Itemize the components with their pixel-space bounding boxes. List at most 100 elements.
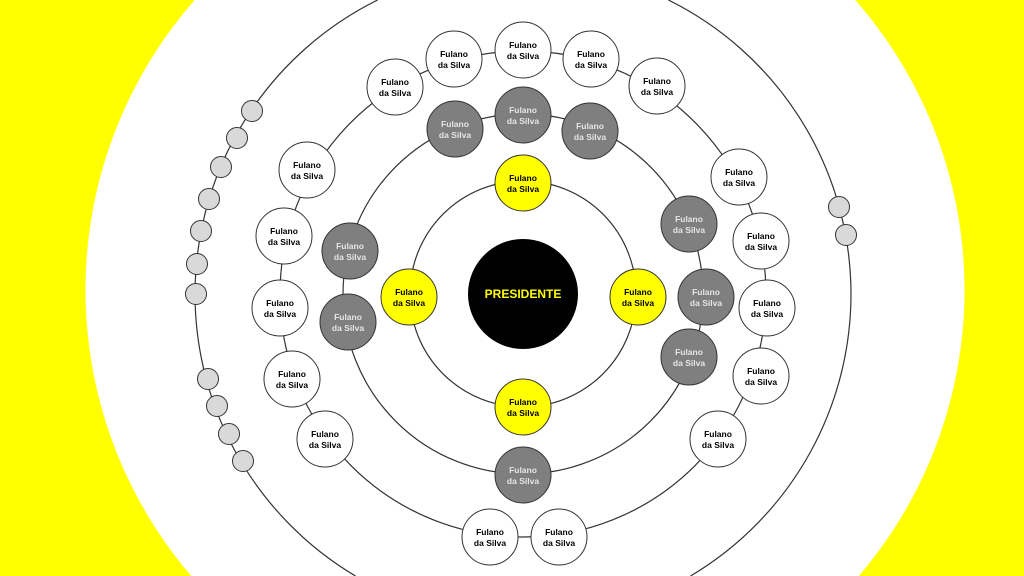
outer-dot[interactable] xyxy=(218,423,240,445)
member-first-name: Fulano xyxy=(624,287,652,297)
gray-node-circle xyxy=(561,102,619,160)
member-first-name: Fulano xyxy=(336,241,364,251)
outer-dot[interactable] xyxy=(210,156,232,178)
outer_dots-node-circle xyxy=(828,196,850,218)
member-first-name: Fulano xyxy=(266,298,294,308)
member-last-name: da Silva xyxy=(575,60,607,70)
white-node-circle xyxy=(732,347,790,405)
president-label: PRESIDENTE xyxy=(485,287,562,301)
outer_dots-node-circle xyxy=(210,156,232,178)
member-first-name: Fulano xyxy=(643,76,671,86)
member-last-name: da Silva xyxy=(379,88,411,98)
member-first-name: Fulano xyxy=(270,226,298,236)
gray-node-circle xyxy=(494,446,552,504)
member-last-name: da Silva xyxy=(393,298,425,308)
member-first-name: Fulano xyxy=(747,366,775,376)
member-first-name: Fulano xyxy=(293,160,321,170)
outer_dots-node-circle xyxy=(197,368,219,390)
outer-dot[interactable] xyxy=(190,220,212,242)
white-node-circle xyxy=(278,141,336,199)
member-first-name: Fulano xyxy=(747,231,775,241)
member-last-name: da Silva xyxy=(507,408,539,418)
outer_dots-node-circle xyxy=(185,283,207,305)
member-last-name: da Silva xyxy=(438,60,470,70)
gray-node-circle xyxy=(660,328,718,386)
outer-dot[interactable] xyxy=(197,368,219,390)
outer_dots-node-circle xyxy=(226,127,248,149)
member-last-name: da Silva xyxy=(702,440,734,450)
outer-dot[interactable] xyxy=(206,395,228,417)
outer_dots-node-circle xyxy=(232,450,254,472)
white-node-circle xyxy=(255,207,313,265)
outer-dot[interactable] xyxy=(226,127,248,149)
member-first-name: Fulano xyxy=(576,121,604,131)
president-node[interactable]: PRESIDENTE xyxy=(468,239,578,349)
outer-dot[interactable] xyxy=(186,253,208,275)
gray-node-circle xyxy=(319,293,377,351)
outer-dot[interactable] xyxy=(185,283,207,305)
outer-dot[interactable] xyxy=(232,450,254,472)
member-first-name: Fulano xyxy=(311,429,339,439)
outer_dots-node-circle xyxy=(198,188,220,210)
member-last-name: da Silva xyxy=(332,323,364,333)
outer_dots-node-circle xyxy=(241,100,263,122)
member-last-name: da Silva xyxy=(268,237,300,247)
outer-dot[interactable] xyxy=(198,188,220,210)
member-first-name: Fulano xyxy=(577,49,605,59)
member-first-name: Fulano xyxy=(704,429,732,439)
white-node-circle xyxy=(732,212,790,270)
outer-dot[interactable] xyxy=(241,100,263,122)
member-last-name: da Silva xyxy=(745,377,777,387)
member-last-name: da Silva xyxy=(507,116,539,126)
member-last-name: da Silva xyxy=(574,132,606,142)
yellow-node-circle xyxy=(380,268,438,326)
member-last-name: da Silva xyxy=(673,358,705,368)
white-node-circle xyxy=(263,350,321,408)
white-node-circle xyxy=(628,57,686,115)
member-last-name: da Silva xyxy=(543,538,575,548)
member-last-name: da Silva xyxy=(507,184,539,194)
member-last-name: da Silva xyxy=(264,309,296,319)
outer-dot[interactable] xyxy=(835,224,857,246)
white-node-circle xyxy=(530,508,588,566)
member-first-name: Fulano xyxy=(675,347,703,357)
member-first-name: Fulano xyxy=(545,527,573,537)
white-node-circle xyxy=(425,30,483,88)
member-last-name: da Silva xyxy=(641,87,673,97)
member-first-name: Fulano xyxy=(509,40,537,50)
outer_dots-node-circle xyxy=(218,423,240,445)
outer-dot[interactable] xyxy=(828,196,850,218)
yellow-node-circle xyxy=(494,154,552,212)
member-first-name: Fulano xyxy=(753,298,781,308)
